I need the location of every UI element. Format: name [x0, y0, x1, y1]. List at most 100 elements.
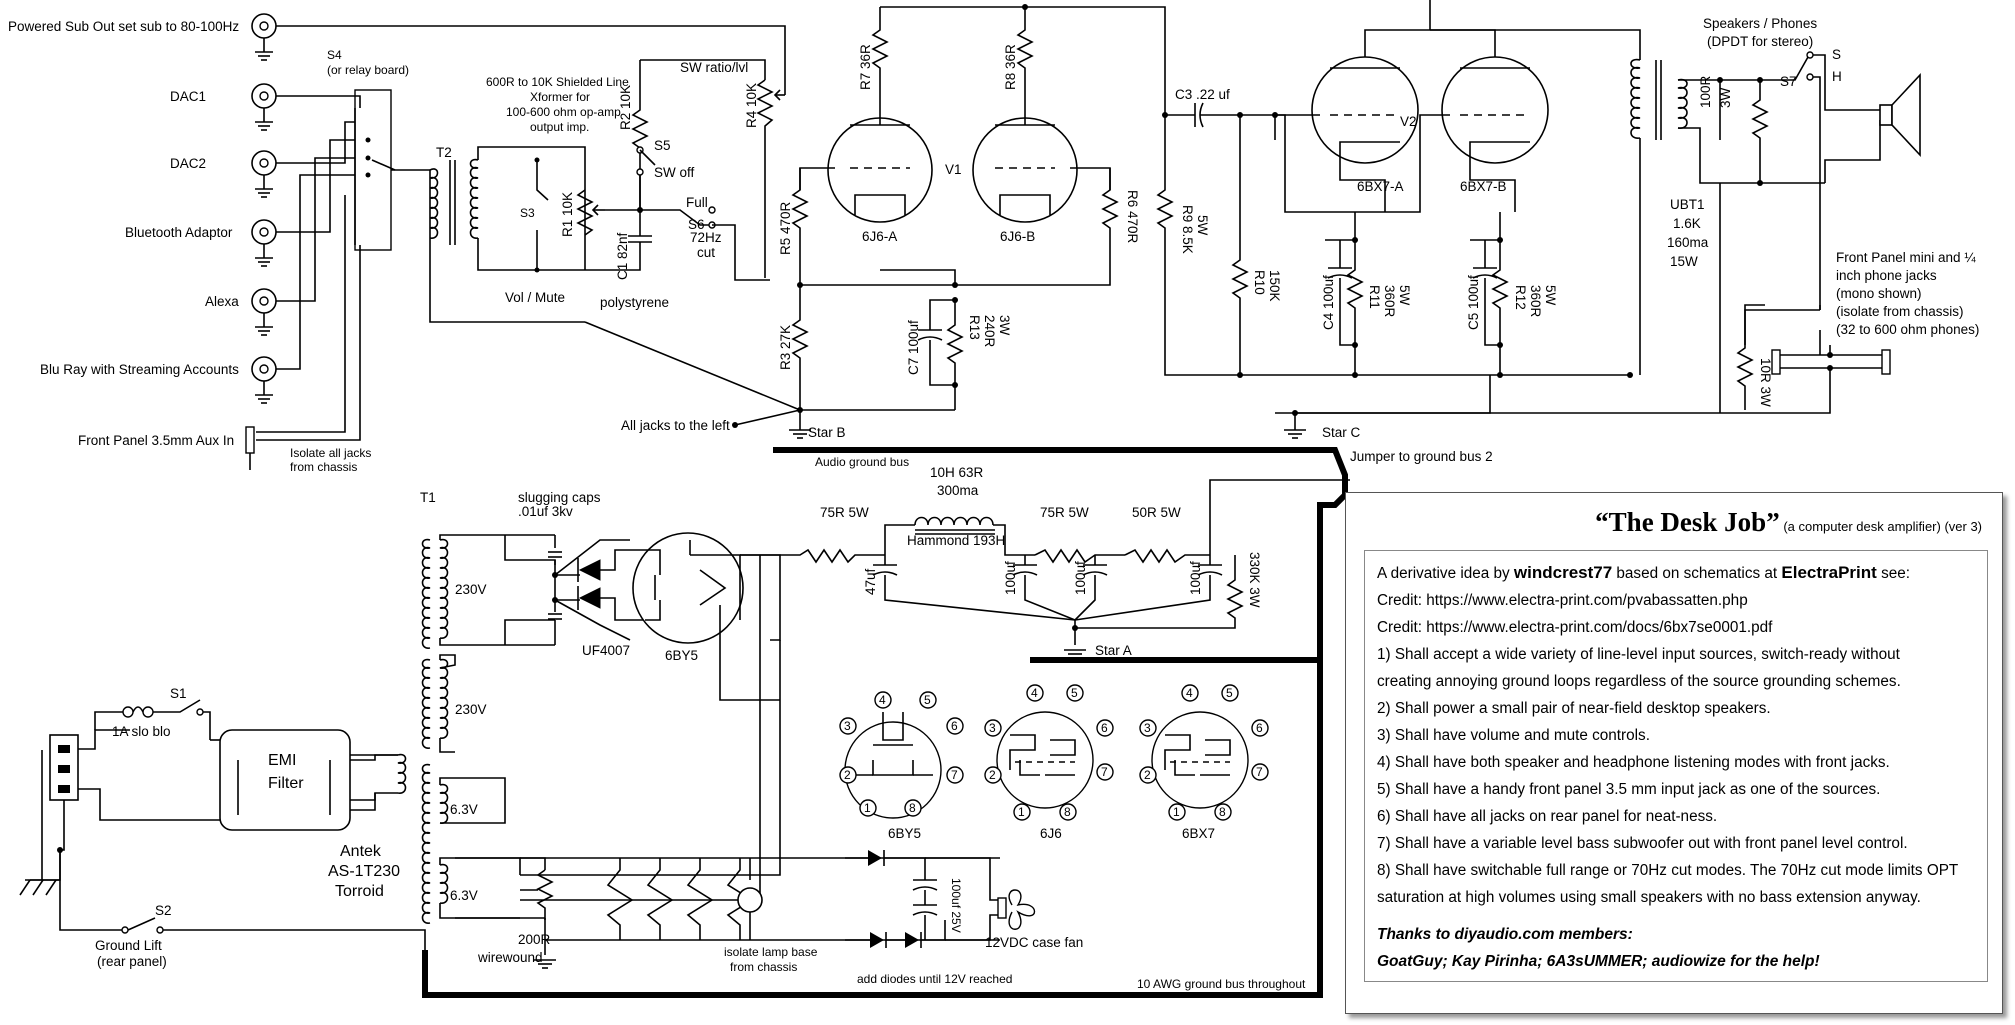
- emi-label-1: EMI: [268, 752, 296, 769]
- wirewound-label: wirewound: [477, 950, 543, 965]
- s5-label: S5: [654, 138, 671, 153]
- t1-label: T1: [420, 490, 436, 505]
- c100a-label: 100uf: [1003, 561, 1018, 595]
- r11-label-1: R11: [1367, 285, 1382, 309]
- ubt1-output-transformer: [1630, 58, 1825, 375]
- jack-sub-out: [251, 13, 277, 61]
- pin-6j6-2: 2: [989, 768, 996, 782]
- intro-post: see:: [1876, 565, 1910, 582]
- pinout-6bx7: 4 5 6 7 8 1 2 3: [1139, 684, 1269, 821]
- jack-alexa: [251, 288, 277, 336]
- input-wiring: [276, 25, 786, 441]
- c1-label: C1 82nf: [615, 232, 630, 280]
- s6-cut-label-1: 72Hz: [690, 230, 722, 245]
- r12-label-3: 5W: [1543, 285, 1558, 306]
- star-c-label: Star C: [1322, 425, 1361, 440]
- pin-6by5-7: 7: [951, 768, 958, 782]
- audio-bus-label: Audio ground bus: [815, 455, 909, 469]
- v230b-label: 230V: [455, 702, 487, 717]
- r330-label: 330K 3W: [1247, 552, 1262, 608]
- antek-label-3: Torroid: [335, 883, 384, 900]
- pin-6by5-6: 6: [951, 719, 958, 733]
- r12-label-2: 360R: [1528, 285, 1543, 318]
- requirement-line: 1) Shall accept a wide variety of line-l…: [1377, 646, 1900, 663]
- c7-label: C7 100uf: [906, 320, 921, 375]
- pin-6j6-8: 8: [1064, 805, 1071, 819]
- notes-subtitle: (a computer desk amplifier) (ver 3): [1783, 519, 1982, 534]
- pin-6by5-8: 8: [909, 801, 916, 815]
- c1-s6-filter: [585, 175, 770, 281]
- ubt1-label-4: 15W: [1670, 254, 1698, 269]
- label-aux: Front Panel 3.5mm Aux In: [78, 433, 234, 448]
- label-sub-out: Powered Sub Out set sub to 80-100Hz: [8, 19, 239, 34]
- pin-6bx7-5: 5: [1226, 686, 1233, 700]
- s6-cut-label-2: cut: [697, 245, 715, 260]
- v1-tube: [799, 80, 1111, 223]
- s7-speaker-switch: [1760, 51, 1921, 310]
- s4-note: (or relay board): [327, 63, 409, 77]
- requirement-line: 6) Shall have all jacks on rear panel fo…: [1377, 808, 1718, 825]
- emi-filter-box: [219, 729, 351, 831]
- headphone-output: [1719, 183, 1891, 410]
- input-jacks: [245, 13, 282, 470]
- intro-source: ElectraPrint: [1781, 563, 1877, 582]
- r100-label-2: 3W: [1718, 87, 1733, 108]
- label-bluray: Blu Ray with Streaming Accounts: [40, 362, 239, 377]
- pin-6bx7-4: 4: [1186, 686, 1193, 700]
- sw-ratio-label: SW ratio/lvl: [680, 60, 748, 75]
- r7-label: R7 36R: [858, 44, 873, 90]
- t2-desc-4: output imp.: [530, 120, 589, 134]
- r10-label-2: 150K: [1267, 270, 1282, 302]
- notes-title-main: “The Desk Job”: [1595, 507, 1780, 537]
- pin-6bx7-2: 2: [1144, 768, 1151, 782]
- antek-label-2: AS-1T230: [328, 863, 400, 880]
- pin-6by5-1: 1: [864, 801, 871, 815]
- ubt1-label-3: 160ma: [1667, 235, 1709, 250]
- requirement-line: creating annoying ground loops regardles…: [1377, 673, 1901, 690]
- s6-full-label: Full: [686, 195, 708, 210]
- v1-plate-resistors: [871, 4, 1168, 118]
- r100-label-1: 100R: [1698, 75, 1713, 108]
- pin-6by5-3: 3: [844, 719, 851, 733]
- pin-6bx7-8: 8: [1219, 805, 1226, 819]
- requirement-line: saturation at high volumes using small s…: [1377, 889, 1921, 906]
- thanks-line-2: GoatGuy; Kay Pirinha; 6A3sUMMER; audiowi…: [1377, 953, 1820, 970]
- slug-caps-1: slugging caps: [518, 490, 601, 505]
- antek-label-1: Antek: [340, 843, 382, 860]
- choke-label-1: 10H 63R: [930, 465, 984, 480]
- c5-label: C5 100uf: [1466, 275, 1481, 330]
- r75a-label: 75R 5W: [820, 505, 869, 520]
- c-fan-label: 100uf 25V: [949, 878, 963, 933]
- thanks-line-1: Thanks to diyaudio.com members:: [1377, 926, 1633, 943]
- v2b-label: 6BX7-B: [1460, 179, 1507, 194]
- pin-6bx7-6: 6: [1256, 721, 1263, 735]
- ground-lift-1: Ground Lift: [95, 938, 162, 953]
- s6-label: S6: [688, 217, 705, 232]
- diodes-note: add diodes until 12V reached: [857, 972, 1012, 986]
- heater-fan-circuit: [455, 850, 1035, 969]
- intro-mid: based on schematics at: [1612, 565, 1782, 582]
- r4-label: R4 10K: [744, 83, 759, 128]
- pinout-6j6: 4 5 6 7 8 1 2 3: [984, 684, 1114, 821]
- notes-body: A derivative idea by windcrest77 based o…: [1364, 550, 1988, 982]
- credit-line-1: Credit: https://www.electra-print.com/pv…: [1377, 592, 1748, 609]
- ubt1-label-1: UBT1: [1670, 197, 1705, 212]
- v1a-label: 6J6-A: [862, 229, 897, 244]
- v2a-label: 6BX7-A: [1357, 179, 1404, 194]
- front-jacks-2: inch phone jacks: [1836, 268, 1937, 283]
- label-alexa: Alexa: [205, 294, 239, 309]
- c47-label: 47uf: [863, 568, 878, 595]
- v1-grid-cathode-network: [791, 168, 1119, 411]
- s4-label: S4: [327, 48, 342, 62]
- v230a-label: 230V: [455, 582, 487, 597]
- ubt1-label-2: 1.6K: [1673, 216, 1701, 231]
- c100b-label: 100uf: [1073, 561, 1088, 595]
- r13-label-3: 3W: [997, 315, 1012, 336]
- output-ground-line: [1275, 410, 1831, 414]
- pinout-6by5-label: 6BY5: [888, 826, 921, 841]
- star-b-label: Star B: [808, 425, 846, 440]
- fan-label: 12VDC case fan: [985, 935, 1083, 950]
- requirement-line: 7) Shall have a variable level bass subw…: [1377, 835, 1908, 852]
- rectifier-tube-6by5: [520, 532, 781, 901]
